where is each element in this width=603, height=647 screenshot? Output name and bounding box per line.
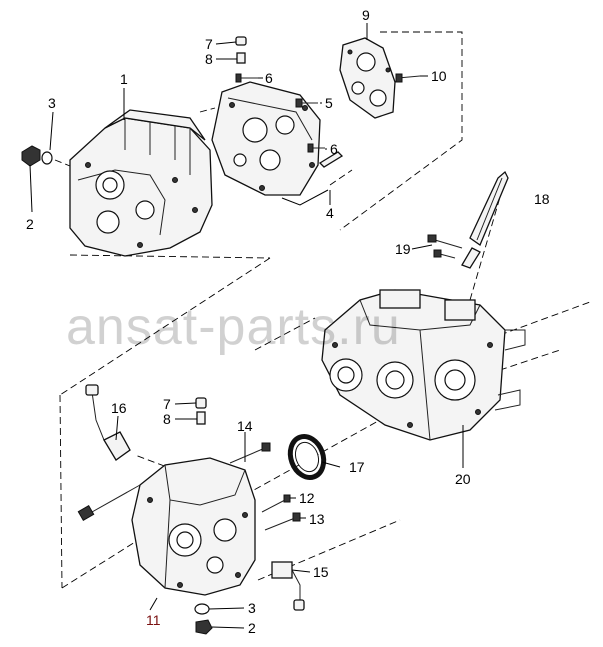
part-12-bolt [261,494,291,513]
watermark-text: ansat-parts.ru [66,298,401,356]
part-6-bolt-upper [235,73,258,83]
part-11-lower-housing [131,457,256,611]
part-5-bolt [295,98,318,108]
label-12: 12 [299,490,315,506]
part-2-drain-plug-top [21,145,41,167]
label-5: 5 [325,95,333,111]
label-7-bottom: 7 [163,396,171,412]
long-bolt-left [77,484,141,522]
part-9-gasket [339,37,396,119]
label-9: 9 [362,7,370,23]
part-14-stud-bolt [229,442,271,464]
callout-labels: 1 3 2 7 8 6 5 6 4 9 10 18 19 20 7 8 16 1… [26,7,550,636]
part-8-sensor-top [236,52,246,64]
part-15-connector [271,561,305,611]
label-17: 17 [349,459,365,475]
part-17-oil-seal [287,434,327,480]
label-1: 1 [120,71,128,87]
label-6-lower: 6 [330,141,338,157]
label-14: 14 [237,418,253,434]
part-20-transfer-case-assembly [321,289,526,441]
label-3-bottom: 3 [248,600,256,616]
part-3-washer-bottom [194,603,210,615]
part-3-washer-top [41,151,53,165]
label-16: 16 [111,400,127,416]
label-7-top: 7 [205,36,213,52]
label-20: 20 [455,471,471,487]
label-2-top: 2 [26,216,34,232]
part-18-shift-lever [461,170,509,269]
label-8-top: 8 [205,51,213,67]
label-18: 18 [534,191,550,207]
part-6-bolt-lower [307,143,325,153]
part-10-bolt [395,73,421,83]
label-19: 19 [395,241,411,257]
part-8-sensor-bottom [196,411,206,425]
part-1-main-housing [69,109,213,257]
label-6-upper: 6 [265,70,273,86]
leader-lines [29,23,464,629]
part-4-dowel-pin [318,151,344,168]
label-11: 11 [146,612,161,628]
label-10: 10 [431,68,447,84]
label-3-top: 3 [48,95,56,111]
label-13: 13 [309,511,325,527]
label-15: 15 [313,564,329,580]
part-16-wire-harness [85,384,131,461]
part-7-cap-bottom [195,397,207,409]
part-4-cover-plate [211,81,329,206]
part-2-drain-plug-bottom [195,619,213,635]
label-2-bottom: 2 [248,620,256,636]
part-7-cap-top [235,36,247,46]
label-8-bottom: 8 [163,411,171,427]
part-19-bolts [427,234,463,259]
part-13-bolt [264,512,301,531]
label-4: 4 [326,205,334,221]
